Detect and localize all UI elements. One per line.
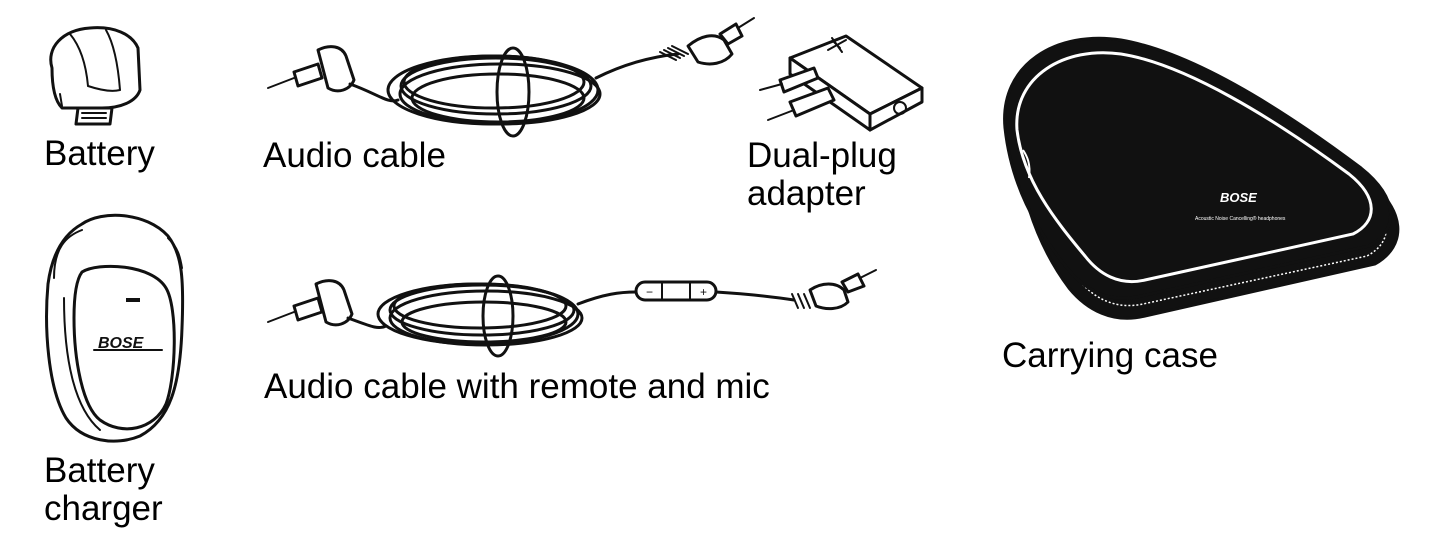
airplane-adapter-icon [759,34,924,132]
carrying-case-label: Carrying case [1002,336,1218,375]
audio-cable-remote-icon: − + [267,269,877,358]
remote-minus-label: − [646,285,653,299]
battery-charger-label-line2: charger [44,489,163,528]
audio-cable-illustration [267,17,755,138]
dual-plug-adapter-label-line2: adapter [747,174,866,213]
dual-plug-adapter-label-line1: Dual-plug [747,136,897,175]
remote-plus-label: + [700,285,707,299]
battery-charger-illustration: BOSE [45,213,185,443]
audio-cable-remote-illustration: − + [267,269,877,358]
charger-logo: BOSE [98,335,145,352]
carrying-case-icon: BOSE Acoustic Noise Cancelling® headphon… [1003,36,1400,320]
battery-charger-icon: BOSE [45,213,185,443]
case-logo: BOSE [1220,190,1257,205]
battery-charger-label-line1: Battery [44,451,155,490]
audio-cable-remote-label: Audio cable with remote and mic [264,367,770,406]
audio-cable-icon [267,17,755,138]
case-caption: Acoustic Noise Cancelling® headphones [1195,215,1286,222]
battery-illustration [49,26,142,126]
battery-icon [49,26,142,126]
battery-label: Battery [44,134,155,173]
carrying-case-illustration: BOSE Acoustic Noise Cancelling® headphon… [1003,36,1400,320]
dual-plug-adapter-illustration [759,34,924,132]
audio-cable-label: Audio cable [263,136,446,175]
